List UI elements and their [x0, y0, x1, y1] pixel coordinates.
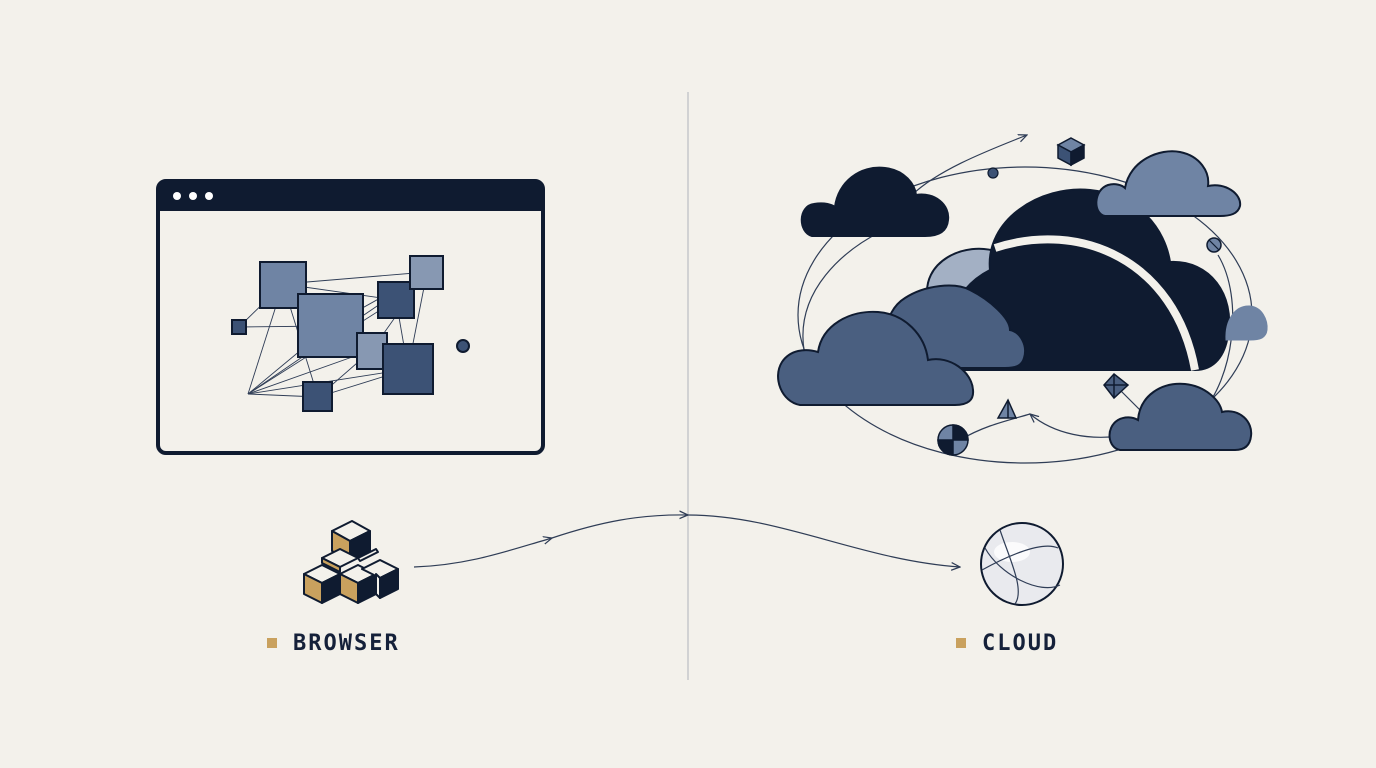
- gold-square-marker: [956, 638, 966, 648]
- cloud-label-text: CLOUD: [982, 630, 1059, 656]
- network-nodes: [231, 255, 470, 412]
- browser-label: BROWSER: [267, 628, 400, 658]
- flow-arrow: [413, 515, 960, 567]
- gold-square-marker: [267, 638, 277, 648]
- browser-label-text: BROWSER: [293, 630, 400, 656]
- cubes-stack-icon: [303, 520, 399, 604]
- cloud-cluster-icon: [777, 135, 1268, 464]
- cloud-label: CLOUD: [956, 628, 1058, 658]
- globe-icon: [980, 522, 1064, 606]
